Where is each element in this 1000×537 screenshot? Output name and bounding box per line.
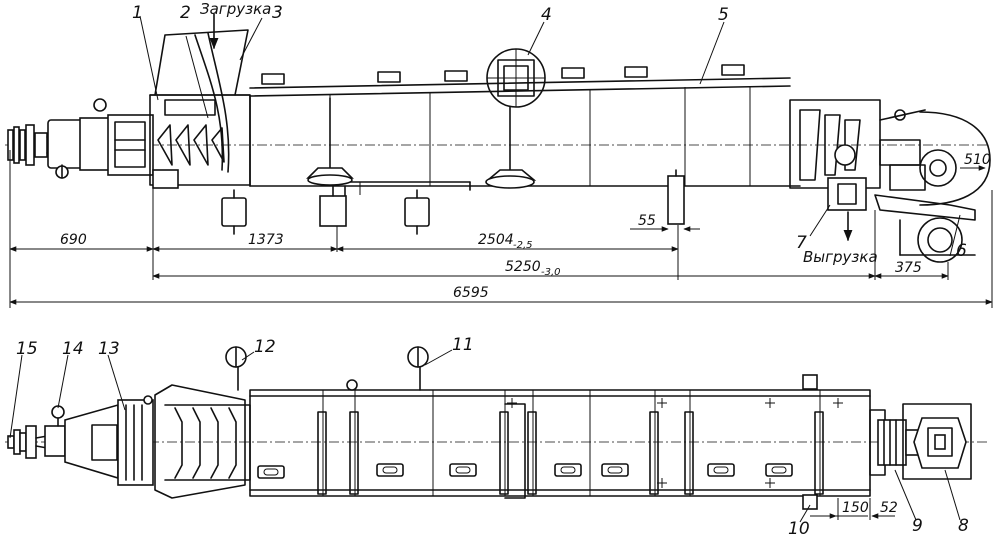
dim-150: 150 bbox=[842, 500, 869, 516]
dim-2504-tolerance: -2,5 bbox=[513, 240, 533, 251]
plan-right-drive bbox=[869, 403, 972, 480]
callout-6: 6 bbox=[956, 241, 967, 261]
callout-11: 11 bbox=[452, 335, 474, 355]
callout-2: 2 bbox=[180, 3, 191, 23]
plan-view: 15 14 13 12 11 10 9 8 150 52 bbox=[5, 335, 990, 537]
dim-55: 55 bbox=[638, 213, 656, 229]
plan-trough bbox=[249, 389, 871, 499]
hanging-weights bbox=[221, 169, 685, 235]
top-cover-handles bbox=[261, 64, 745, 85]
plan-posts bbox=[225, 346, 818, 510]
dim-5250: 5250 bbox=[505, 259, 541, 275]
unloading-label: Выгрузка bbox=[803, 248, 878, 266]
plan-dimensions bbox=[810, 498, 895, 520]
callout-5: 5 bbox=[718, 5, 729, 25]
callout-10: 10 bbox=[788, 519, 810, 537]
callout-8: 8 bbox=[958, 516, 969, 536]
callout-1: 1 bbox=[132, 3, 143, 23]
callout-9: 9 bbox=[912, 516, 923, 536]
callout-15: 15 bbox=[16, 339, 38, 359]
dim-1373: 1373 bbox=[248, 232, 284, 248]
callout-3: 3 bbox=[272, 3, 283, 23]
dim-510: 510 bbox=[964, 152, 991, 168]
top-dimensions bbox=[9, 150, 993, 308]
callout-7: 7 bbox=[796, 233, 807, 253]
dim-375: 375 bbox=[895, 260, 922, 276]
side-elevation-view: 1 2 Загрузка 3 4 5 7 Выгрузка 6 69 bbox=[5, 0, 993, 308]
callout-4: 4 bbox=[541, 5, 552, 25]
trough-supports bbox=[306, 97, 537, 189]
inlet-screw bbox=[152, 99, 225, 189]
right-end-housing bbox=[789, 99, 926, 211]
plan-slots bbox=[257, 463, 793, 479]
callout-14: 14 bbox=[62, 339, 84, 359]
dim-6595: 6595 bbox=[453, 285, 489, 301]
left-drive-coupling bbox=[7, 98, 154, 179]
dim-690: 690 bbox=[60, 232, 87, 248]
dim-5250-tolerance: -3,0 bbox=[541, 267, 561, 278]
inspection-window bbox=[486, 48, 546, 171]
right-drive-unit bbox=[874, 111, 991, 263]
dim-2504: 2504 bbox=[478, 232, 514, 248]
plan-left-drive bbox=[7, 395, 154, 486]
dim-52: 52 bbox=[880, 500, 898, 516]
plan-screw-section bbox=[154, 384, 251, 499]
loading-label: Загрузка bbox=[200, 0, 271, 18]
callout-12: 12 bbox=[254, 337, 276, 357]
callout-13: 13 bbox=[98, 339, 120, 359]
main-trough bbox=[149, 77, 801, 201]
